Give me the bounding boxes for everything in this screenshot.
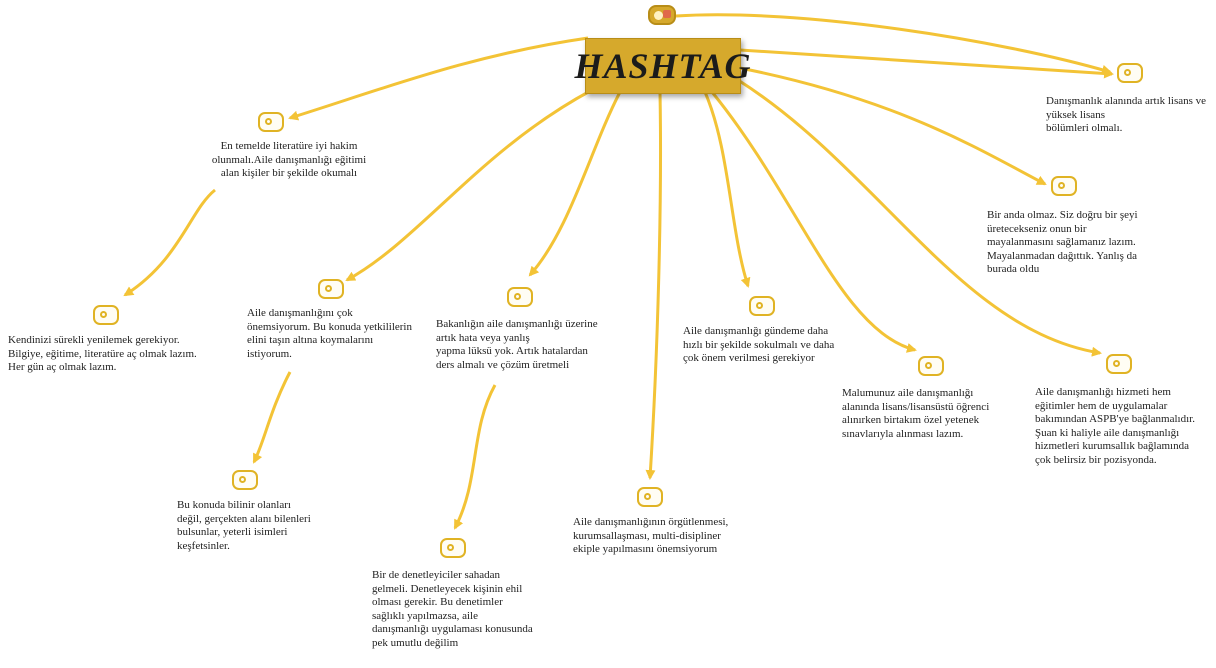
attachment-icon-badge [663,10,671,18]
central-topic[interactable]: HASHTAG [574,38,751,94]
node-text-2: Kendinizi sürekli yenilemek gerekiyor. B… [8,334,197,373]
note-icon[interactable] [1117,63,1143,83]
link-n11 [737,78,1102,357]
central-topic-title: HASHTAG [574,46,752,86]
note-icon[interactable] [440,538,466,558]
note-icon[interactable] [1106,354,1132,374]
link-n10 [739,66,1047,186]
node-text-3: Aile danışmanlığını çok önemsiyorum. Bu … [247,307,412,360]
note-icon[interactable] [258,112,284,132]
note-icon[interactable] [637,487,663,507]
node-text-8: Aile danışmanlığı gündeme daha hızlı bir… [683,325,835,364]
link-top-icon [675,13,1112,75]
node-text-4: Bu konuda bilinir olanları değil, gerçek… [177,499,311,552]
node-text-6: Bir de denetleyiciler sahadan gelmeli. D… [372,569,533,649]
link-n4 [252,371,292,464]
link-n6 [453,384,497,530]
attachment-icon-dot [654,11,663,20]
link-n7 [645,91,663,480]
link-n8 [703,91,751,288]
link-n12 [739,48,1114,79]
node-text-1: En temelde literatüre iyi hakim olunmalı… [211,140,367,179]
note-icon[interactable] [918,356,944,376]
node-text-7: Aile danışmanlığının örgütlenmesi, kurum… [573,516,729,555]
note-icon[interactable] [1051,176,1077,196]
node-text-9: Malumunuz aile danışmanlığı alanında lis… [842,387,990,440]
note-icon[interactable] [749,296,775,316]
note-icon[interactable] [318,279,344,299]
link-n1 [288,36,589,121]
node-text-5: Bakanlığın aile danışmanlığı üzerine art… [436,318,598,371]
node-text-10: Bir anda olmaz. Siz doğru bir şeyi ürete… [987,209,1138,275]
attachment-icon[interactable] [648,5,676,25]
note-icon[interactable] [232,470,258,490]
note-icon[interactable] [507,287,533,307]
link-n5 [528,91,622,277]
node-text-12: Danışmanlık alanında artık lisans ve yük… [1046,95,1207,134]
link-n3 [345,88,593,282]
note-icon[interactable] [93,305,119,325]
link-n2 [123,188,216,297]
node-text-11: Aile danışmanlığı hizmeti hem eğitimler … [1035,386,1195,466]
link-n9 [710,91,917,353]
